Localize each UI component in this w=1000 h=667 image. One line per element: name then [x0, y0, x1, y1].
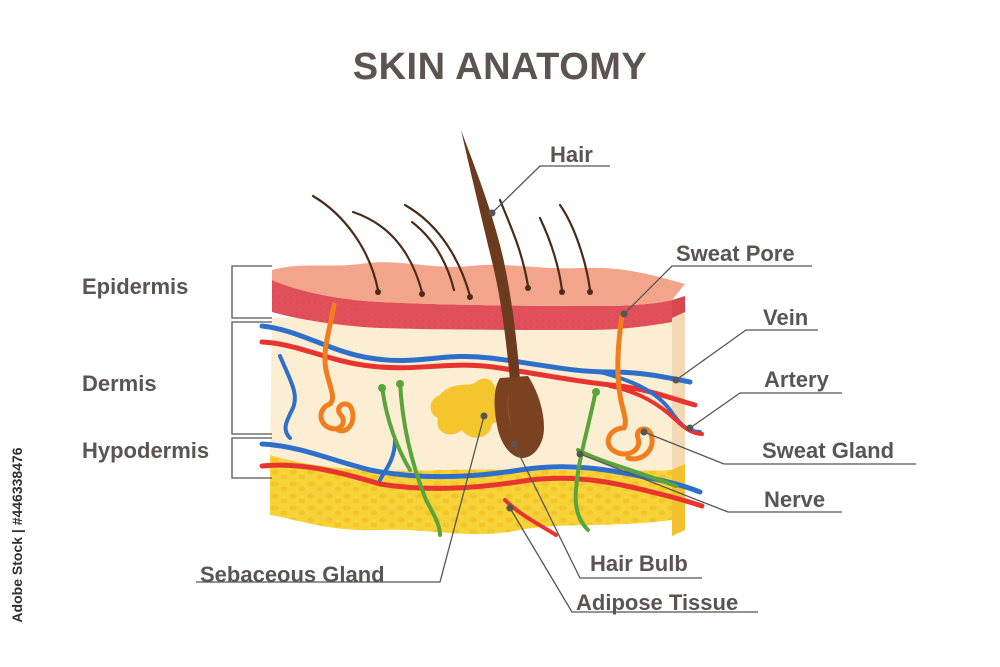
artery-hypodermis [259, 462, 705, 509]
sebaceous-gland [430, 378, 504, 438]
leader-hair [491, 165, 610, 214]
epidermis-band-texture [272, 290, 672, 330]
page-title: SKIN ANATOMY [352, 46, 648, 88]
leader-adipose [509, 507, 758, 613]
epidermis-top-surface [272, 262, 685, 306]
hair-bulb-highlight [507, 385, 512, 428]
label-artery: Artery [764, 367, 829, 392]
leader-lines [196, 165, 916, 613]
stock-watermark: Adobe Stock | #446338476 [2, 430, 32, 640]
leader-sebaceous [196, 415, 485, 583]
nerve-right [576, 448, 678, 488]
leader-dots [480, 209, 694, 512]
artery-dermis [259, 339, 698, 408]
bracket-hypodermis [231, 437, 272, 479]
leader-nerve [579, 453, 842, 513]
layer-brackets [231, 265, 272, 479]
adipose-tissue-texture [270, 455, 672, 535]
nerve-ending [378, 384, 386, 392]
nerve-ending [396, 380, 404, 388]
label-sweat-pore: Sweat Pore [676, 241, 795, 266]
sweat-gland-left [318, 302, 356, 434]
sweat-gland-right [605, 312, 655, 462]
label-hypodermis: Hypodermis [82, 438, 210, 463]
hair-follicle-dots [375, 285, 593, 300]
label-hair-bulb: Hair Bulb [590, 551, 688, 576]
leader-sweat-gland [643, 431, 916, 465]
hair-bulb [494, 376, 544, 458]
leader-vein [675, 329, 818, 381]
label-nerve: Nerve [764, 487, 826, 512]
watermark-text: Adobe Stock | #446338476 [9, 447, 25, 623]
label-hair: Hair [550, 142, 593, 167]
label-sweat-gland: Sweat Gland [762, 438, 895, 463]
nerves [380, 380, 678, 537]
label-vein: Vein [763, 305, 809, 330]
label-epidermis: Epidermis [82, 274, 189, 299]
bracket-epidermis [231, 265, 272, 319]
leader-sweat-pore [623, 265, 812, 315]
bracket-dermis [231, 321, 272, 435]
hair-shaft [461, 130, 520, 380]
label-adipose-tissue: Adipose Tissue [576, 590, 739, 615]
label-dermis: Dermis [82, 371, 157, 396]
vein-dermis [259, 323, 693, 385]
leader-artery [689, 392, 842, 429]
label-sebaceous-gland: Sebaceous Gland [200, 562, 385, 587]
nerve-left [398, 380, 442, 537]
body-hairs [311, 194, 592, 298]
nerve-ending [592, 388, 600, 396]
leader-hair-bulb [513, 443, 702, 579]
